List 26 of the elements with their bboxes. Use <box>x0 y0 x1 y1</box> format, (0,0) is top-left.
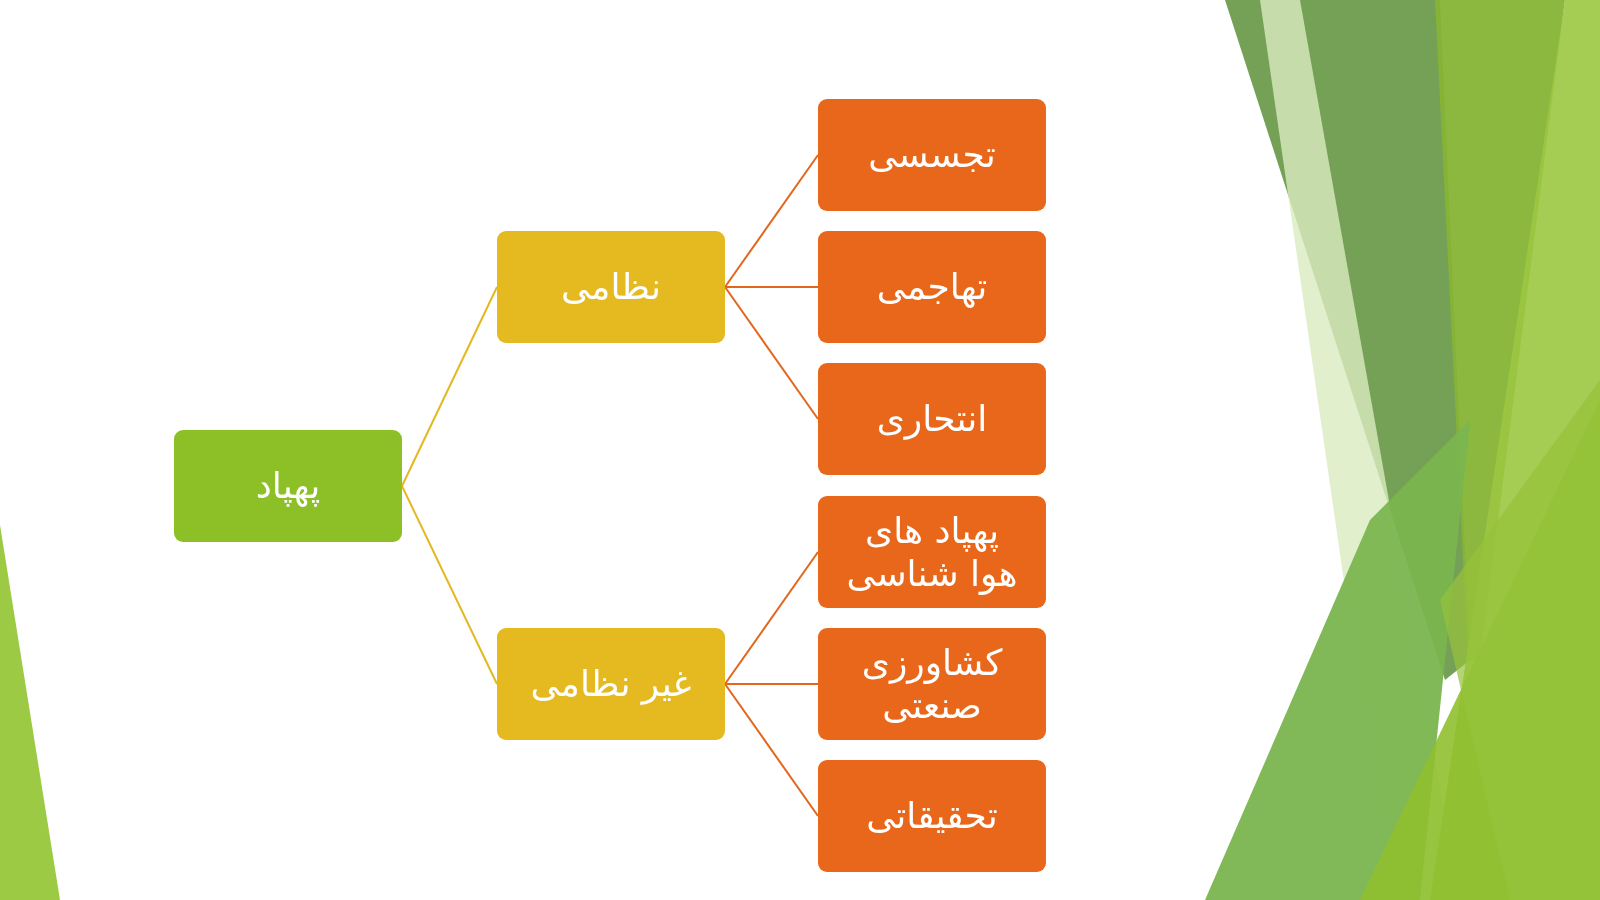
connector-line <box>724 683 819 685</box>
node-label: غیر نظامی <box>530 662 692 706</box>
category-box <box>497 231 725 343</box>
node-label: انتحاری <box>876 397 988 441</box>
connector-line <box>724 154 819 288</box>
subcategory-box <box>818 760 1046 872</box>
connector-line <box>724 286 819 288</box>
node-label: کشاورزی صنعتی <box>860 640 1004 728</box>
node-label: تحقیقاتی <box>866 794 998 838</box>
node-label: تجسسی <box>868 133 996 177</box>
connector-line <box>724 551 819 685</box>
subcategory-box <box>818 99 1046 211</box>
connector-line <box>401 485 498 685</box>
subcategory-box <box>818 628 1046 740</box>
root-box <box>174 430 402 542</box>
subcategory-box <box>818 496 1046 608</box>
subcategory-box <box>818 231 1046 343</box>
node-label: تهاجمی <box>876 265 988 309</box>
node-label: نظامی <box>561 265 661 309</box>
subcategory-box <box>818 363 1046 475</box>
node-label: پهپاد های هوا شناسی <box>845 508 1019 596</box>
category-box <box>497 628 725 740</box>
node-label: پهپاد <box>255 464 321 508</box>
connector-line <box>724 286 819 420</box>
connector-line <box>724 683 819 817</box>
connector-line <box>401 286 498 487</box>
